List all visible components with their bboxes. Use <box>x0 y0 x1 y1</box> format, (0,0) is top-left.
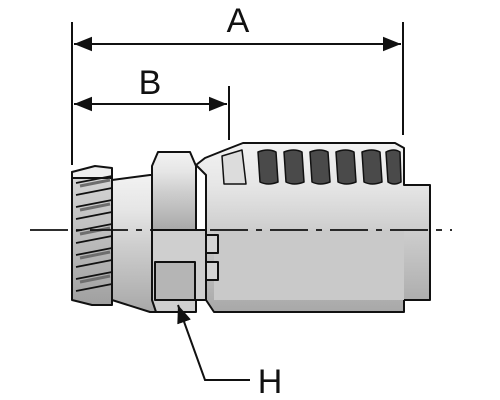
thread-chamfer <box>71 165 113 179</box>
dimension-a: A <box>71 2 404 165</box>
dimension-label-a: A <box>227 2 250 40</box>
leader-line-h <box>177 304 218 381</box>
hex-flat-front <box>154 261 196 301</box>
hex-upper <box>151 151 197 231</box>
dimension-label-h: H <box>258 363 283 400</box>
thread-grooves-shadow <box>79 178 111 284</box>
fitting-body <box>71 142 431 313</box>
hex-flat-small-2 <box>205 261 219 281</box>
hex-flat-small-1 <box>205 234 219 254</box>
socket-crimp-grooves <box>221 149 402 185</box>
dimension-b: B <box>74 64 230 140</box>
socket-lower-face <box>214 230 404 300</box>
leader-h: H <box>177 304 283 400</box>
dimension-label-b: B <box>139 64 162 102</box>
thread-grooves <box>75 175 113 292</box>
